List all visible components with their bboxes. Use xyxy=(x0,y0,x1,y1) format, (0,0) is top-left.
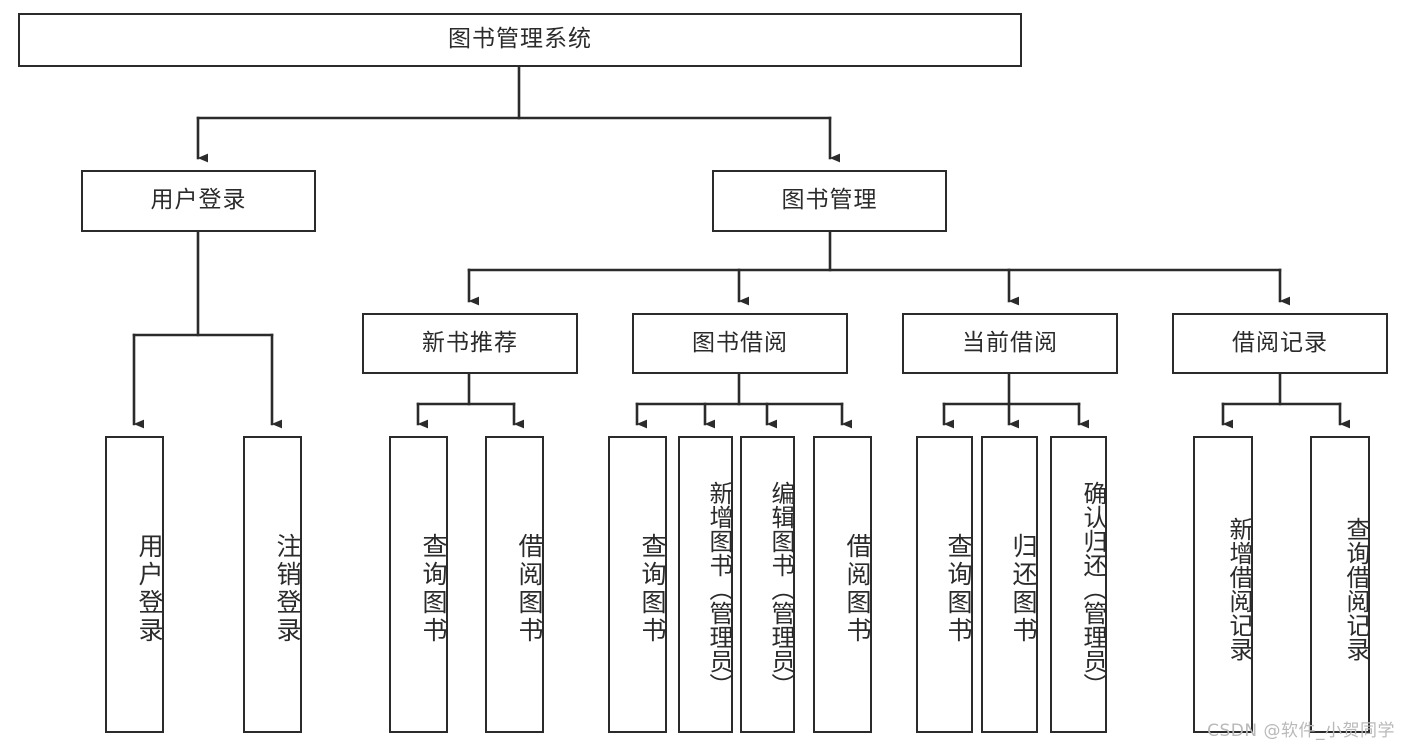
leaf-current-confirm-return[interactable]: 确认归还（管理员） xyxy=(1050,436,1107,733)
leaf-newbook-query-book[interactable]: 查询图书 xyxy=(389,436,448,733)
leaf-borrow-lend-book-label: 借阅图书 xyxy=(843,532,872,645)
leaf-record-query[interactable]: 查询借阅记录 xyxy=(1310,436,1370,733)
node-book-borrow-label: 图书借阅 xyxy=(692,329,788,356)
leaf-newbook-borrow-book-label: 借阅图书 xyxy=(515,532,544,645)
csdn-watermark: CSDN @软件_小贺同学 xyxy=(1207,721,1395,741)
leaf-current-confirm-return-label: 确认归还（管理员） xyxy=(1079,480,1107,697)
leaf-newbook-query-book-label: 查询图书 xyxy=(419,532,448,645)
node-new-book-recommend[interactable]: 新书推荐 xyxy=(362,313,578,374)
node-user-login-label: 用户登录 xyxy=(150,187,247,214)
leaf-user-logout[interactable]: 注销登录 xyxy=(243,436,302,733)
node-new-book-recommend-label: 新书推荐 xyxy=(422,329,518,356)
leaf-borrow-add-book[interactable]: 新增图书（管理员） xyxy=(678,436,733,733)
node-book-borrow[interactable]: 图书借阅 xyxy=(632,313,848,374)
leaf-record-query-label: 查询借阅记录 xyxy=(1342,516,1370,661)
leaf-borrow-edit-book[interactable]: 编辑图书（管理员） xyxy=(740,436,795,733)
leaf-current-return-book[interactable]: 归还图书 xyxy=(981,436,1038,733)
node-root-label: 图书管理系统 xyxy=(448,26,592,53)
leaf-borrow-lend-book[interactable]: 借阅图书 xyxy=(813,436,872,733)
node-borrow-record[interactable]: 借阅记录 xyxy=(1172,313,1388,374)
leaf-record-add-label: 新增借阅记录 xyxy=(1225,516,1253,661)
leaf-record-add[interactable]: 新增借阅记录 xyxy=(1193,436,1253,733)
leaf-borrow-edit-book-label: 编辑图书（管理员） xyxy=(767,480,795,697)
leaf-borrow-query-book-label: 查询图书 xyxy=(638,532,667,645)
node-root[interactable]: 图书管理系统 xyxy=(18,13,1022,67)
node-book-management-label: 图书管理 xyxy=(781,187,878,214)
node-user-login[interactable]: 用户登录 xyxy=(81,170,316,232)
node-book-management[interactable]: 图书管理 xyxy=(712,170,947,232)
leaf-user-logout-label: 注销登录 xyxy=(273,532,302,645)
leaf-current-query-book-label: 查询图书 xyxy=(944,532,973,645)
leaf-user-login[interactable]: 用户登录 xyxy=(105,436,164,733)
leaf-borrow-query-book[interactable]: 查询图书 xyxy=(608,436,667,733)
node-current-borrow-label: 当前借阅 xyxy=(962,329,1058,356)
node-current-borrow[interactable]: 当前借阅 xyxy=(902,313,1118,374)
leaf-borrow-add-book-label: 新增图书（管理员） xyxy=(705,480,733,697)
leaf-current-return-book-label: 归还图书 xyxy=(1009,532,1038,645)
leaf-current-query-book[interactable]: 查询图书 xyxy=(916,436,973,733)
leaf-newbook-borrow-book[interactable]: 借阅图书 xyxy=(485,436,544,733)
node-borrow-record-label: 借阅记录 xyxy=(1232,329,1328,356)
leaf-user-login-label: 用户登录 xyxy=(135,532,164,645)
